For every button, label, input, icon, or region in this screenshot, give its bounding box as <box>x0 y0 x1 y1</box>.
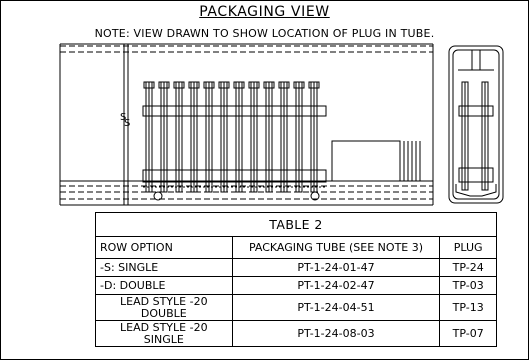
packaging-view-title: PACKAGING VIEW <box>199 4 330 20</box>
row-option: -S: SINGLE <box>95 258 233 277</box>
table-row: LEAD STYLE -20 SINGLE PT-1-24-08-03 TP-0… <box>95 320 497 347</box>
packaging-tube: PT-1-24-04-51 <box>231 294 441 321</box>
row-option: LEAD STYLE -20 DOUBLE <box>95 294 233 321</box>
header-plug: PLUG <box>439 236 497 259</box>
plug: TP-03 <box>439 276 497 295</box>
tube-end-view <box>448 45 504 204</box>
packaging-tube: PT-1-24-08-03 <box>231 320 441 347</box>
plug: TP-13 <box>439 294 497 321</box>
packaging-tube: PT-1-24-02-47 <box>231 276 441 295</box>
table-row: LEAD STYLE -20 DOUBLE PT-1-24-04-51 TP-1… <box>95 294 497 321</box>
svg-text:S: S <box>124 118 130 129</box>
row-option-line: DOUBLE <box>140 306 187 320</box>
header-row-option: ROW OPTION <box>95 236 233 259</box>
row-option: -D: DOUBLE <box>95 276 233 295</box>
header-packaging-tube: PACKAGING TUBE (SEE NOTE 3) <box>231 236 441 259</box>
row-option: LEAD STYLE -20 SINGLE <box>95 320 233 347</box>
plug: TP-07 <box>439 320 497 347</box>
table-2: TABLE 2 ROW OPTION PACKAGING TUBE (SEE N… <box>95 212 497 347</box>
plug: TP-24 <box>439 258 497 277</box>
packaging-tube: PT-1-24-01-47 <box>231 258 441 277</box>
row-option-line: LEAD STYLE -20 <box>120 294 208 308</box>
drawing-note: NOTE: VIEW DRAWN TO SHOW LOCATION OF PLU… <box>94 27 435 40</box>
connector-header <box>142 81 327 201</box>
pins <box>143 81 320 193</box>
row-option-line: SINGLE <box>143 332 184 346</box>
row-option-line: LEAD STYLE -20 <box>120 320 208 334</box>
table-row: -S: SINGLE PT-1-24-01-47 TP-24 <box>95 258 497 277</box>
tube-side-view: S S <box>59 43 434 206</box>
table-header-row: ROW OPTION PACKAGING TUBE (SEE NOTE 3) P… <box>95 236 497 259</box>
svg-text:S: S <box>120 112 126 123</box>
table-row: -D: DOUBLE PT-1-24-02-47 TP-03 <box>95 276 497 295</box>
table-caption: TABLE 2 <box>95 212 497 237</box>
